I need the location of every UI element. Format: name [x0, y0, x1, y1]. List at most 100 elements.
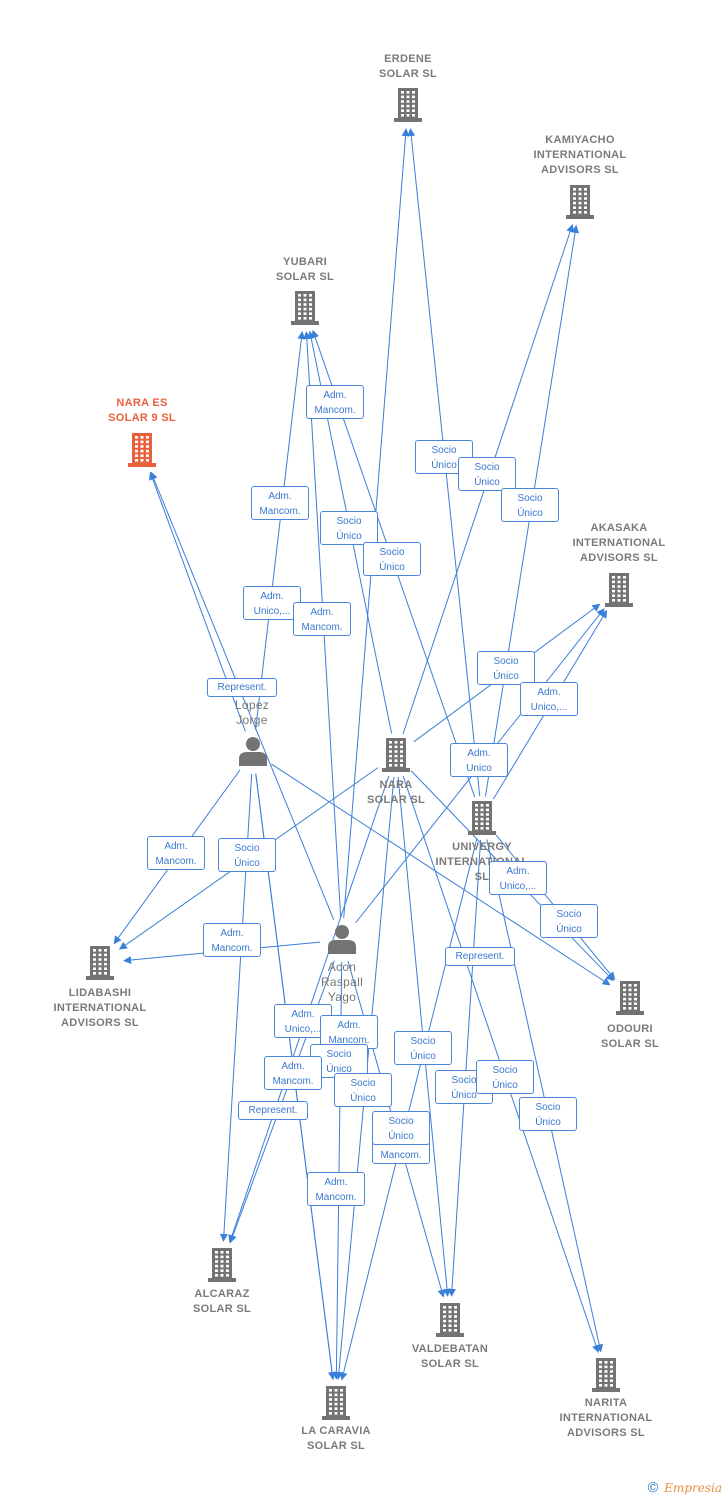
edge-label-line: Adm. — [164, 841, 188, 852]
edge-label-line: Único — [388, 1131, 414, 1142]
node-label-line: NARA ES — [116, 397, 168, 409]
node-label-line: INTERNATIONAL — [572, 537, 666, 549]
edge-label-lopez-lacaravia[interactable]: Represent. — [238, 1100, 308, 1120]
node-label-line: SL — [474, 871, 490, 883]
edge-label-lopez-nara9[interactable]: Represent. — [207, 677, 277, 697]
lacaravia-building-icon — [322, 1386, 350, 1420]
edge-label-lopez-yubari[interactable]: Adm.Mancom. — [251, 486, 309, 520]
node-label-line: NARITA — [584, 1397, 628, 1409]
edge-label-line: Socio — [379, 547, 405, 558]
edge-label-line: Unico,... — [499, 881, 537, 892]
edge-label-line: Único — [535, 1117, 561, 1128]
edge-label-acon-erdene[interactable]: Adm.Mancom. — [306, 385, 364, 419]
edge-label-line: Adm. — [467, 748, 491, 759]
edge-label-univergy-odouri[interactable]: Adm. Unico,... — [489, 861, 547, 895]
node-label-line: INTERNATIONAL — [559, 1412, 653, 1424]
node-label-line: SOLAR SL — [192, 1303, 252, 1315]
node-label-line: Raspall — [320, 975, 364, 989]
edge-label-line: Adm. — [281, 1061, 305, 1072]
edge-univergy-narita — [486, 839, 604, 1353]
edge-label-acon-lidabashi[interactable]: Adm.Mancom. — [203, 923, 261, 957]
edge-label-lopez-lacaravia[interactable]: Adm.Mancom. — [307, 1172, 365, 1206]
edge-label-acon-yubari[interactable]: Adm.Mancom. — [293, 602, 351, 636]
node-label-line: ERDENE — [384, 53, 432, 65]
edge-label-line: Socio — [493, 656, 519, 667]
edge-label-line: Socio — [388, 1116, 414, 1127]
brand-name: Empresia — [664, 1481, 722, 1495]
edge-label-line: Unico,... — [284, 1024, 322, 1035]
node-label-nara[interactable]: NARA SOLAR SL — [367, 778, 425, 808]
edge-label-line: Único — [492, 1080, 518, 1091]
edge-label-line: Único — [410, 1051, 436, 1062]
edge-label-line: Socio — [350, 1078, 376, 1089]
node-label-line: NARA — [379, 779, 413, 791]
edge-lopez-odouri — [271, 763, 611, 986]
nara9-building-icon — [128, 433, 156, 467]
edge-label-line: Adm. — [310, 607, 334, 618]
node-label-line: ADVISORS SL — [567, 1427, 645, 1439]
edge-label-line: Mancom. — [328, 1035, 370, 1046]
acon-person-icon — [328, 925, 356, 954]
nara-building-icon — [382, 738, 410, 772]
edge-label-line: Socio — [451, 1075, 477, 1086]
edge-label-line: Represent. — [455, 950, 505, 962]
node-label-narita[interactable]: NARITA INTERNATIONAL ADVISORS SL — [560, 1396, 653, 1441]
edge-label-line: Único — [326, 1064, 352, 1075]
edge-label-line: Único — [556, 924, 582, 935]
edge-label-line: Socio — [556, 909, 582, 920]
edge-univergy-lacaravia — [339, 839, 478, 1381]
edge-label-line: Adm. — [260, 591, 284, 602]
node-label-line: SOLAR SL — [420, 1358, 480, 1370]
edge-label-univergy-akasaka[interactable]: Adm.Unico,... — [520, 682, 578, 716]
valdebatan-building-icon — [436, 1303, 464, 1337]
edge-label-line: Adm. — [537, 687, 561, 698]
copyright-icon: © — [646, 1480, 661, 1496]
edge-label-line: Único — [336, 531, 362, 542]
footer-brand: © Empresia — [646, 1480, 722, 1496]
node-label-line: Yago — [327, 990, 357, 1004]
edge-label-lopez-lidabashi[interactable]: Adm.Mancom. — [147, 836, 205, 870]
edge-label-lopez-alcaraz[interactable]: Adm.Mancom. — [264, 1056, 322, 1090]
edge-label-line: Mancom. — [314, 405, 356, 416]
edge-label-acon-lacaravia[interactable]: Adm.Mancom. — [320, 1015, 378, 1049]
edge-label-line: Represent. — [248, 1104, 298, 1116]
edge-label-line: Adm. — [220, 928, 244, 939]
edge-label-line: Socio — [234, 843, 260, 854]
erdene-building-icon — [394, 88, 422, 122]
edge-label-line: Unico,... — [253, 606, 291, 617]
edge-label-line: Adm. — [506, 866, 530, 877]
edge-label-line: Adm. — [324, 1177, 348, 1188]
edge-label-lopez-odouri[interactable]: Represent. — [445, 946, 515, 966]
edge-label-acon-akasaka[interactable]: Adm.Unico — [450, 743, 508, 777]
node-label-line: SOLAR SL — [366, 794, 426, 806]
yubari-building-icon — [291, 291, 319, 325]
akasaka-building-icon — [605, 573, 633, 607]
node-label-line: Lopez — [234, 698, 270, 712]
node-label-line: INTERNATIONAL — [533, 149, 627, 161]
edge-label-line: Socio — [336, 516, 362, 527]
